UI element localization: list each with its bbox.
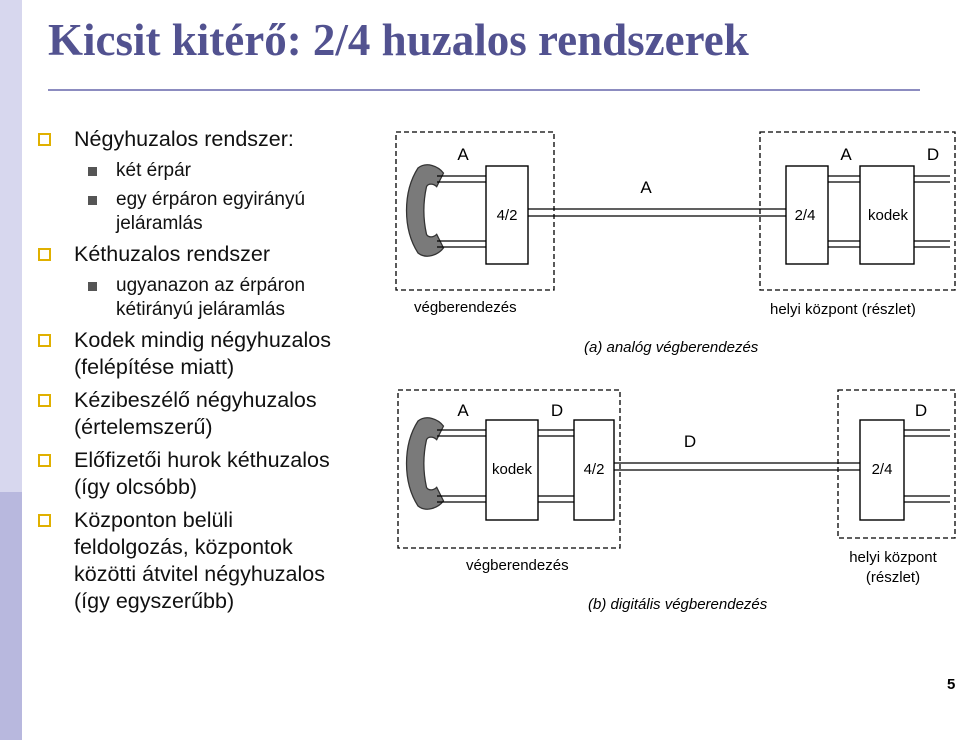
sidebar-accent [0,492,22,740]
bullet-item: Kézibeszélő négyhuzalos (értelemszerű) [38,387,388,441]
square-bullet-icon [38,454,51,467]
codec-box [485,419,539,521]
small-square-bullet-icon [88,282,97,291]
label-analog: A [457,145,469,164]
bullet-item: Négyhuzalos rendszer: [38,126,388,153]
bullet-item: Előfizetői hurok kéthuzalos (így olcsóbb) [38,447,388,501]
bullet-text: Kéthuzalos rendszer [74,242,270,266]
bullet-text: (így olcsóbb) [74,475,198,499]
bullet-text: (értelemszerű) [74,415,213,439]
small-square-bullet-icon [88,196,97,205]
label-analog: A [840,145,852,164]
telephone-handset-icon [405,164,445,257]
bullet-text: Kodek mindig négyhuzalos [74,328,331,352]
diagram-caption: (a) analóg végberendezés [584,339,759,356]
bullet-item: Kéthuzalos rendszer [38,241,388,268]
bullet-text: közötti átvitel négyhuzalos [74,562,325,586]
label-digital: D [551,401,563,420]
terminal-label: végberendezés [466,557,569,574]
bullet-list: Négyhuzalos rendszer: két érpár egy érpá… [38,126,388,621]
exchange-dashed-frame [837,389,956,539]
sub-bullet-item: ugyanazon az érpáron kétirányú jeláramlás [38,274,388,322]
bullet-text: Központon belüli [74,508,233,532]
exchange-dashed-frame [759,131,956,291]
wiring-diagram: A A A D 4/2 2/4 kodek végberendezés hely… [395,131,956,613]
sub-bullet-text: két érpár [116,160,191,181]
square-bullet-icon [38,248,51,261]
bullet-text: Négyhuzalos rendszer: [74,127,294,151]
square-bullet-icon [38,394,51,407]
hybrid-box-24 [859,419,905,521]
box-label: kodek [868,207,909,224]
exchange-label: helyi központ (részlet) [770,301,916,318]
slide-title: Kicsit kitérő: 2/4 huzalos rendszerek [48,15,749,65]
bullet-text: Kézibeszélő négyhuzalos [74,388,317,412]
sub-bullet-text: ugyanazon az érpáron [116,275,306,296]
bullet-item: Kodek mindig négyhuzalos (felépítése miat… [38,327,388,381]
left-sidebar-bar [0,0,22,740]
hybrid-box-24 [785,165,829,265]
hybrid-box-42 [485,165,529,265]
bullet-text: feldolgozás, központok [74,535,293,559]
sub-bullet-text: egy érpáron egyirányú [116,189,306,210]
box-label: 4/2 [497,207,518,224]
bullet-item: Központon belüli feldolgozás, központok kö… [38,507,388,615]
sub-bullet-text: kétirányú jeláramlás [116,299,285,320]
title-underline [48,89,920,91]
terminal-label: végberendezés [414,299,517,316]
square-bullet-icon [38,334,51,347]
sub-bullet-item: két érpár [38,159,388,183]
exchange-label: (részlet) [866,569,920,586]
label-analog: A [640,178,652,197]
square-bullet-icon [38,133,51,146]
box-label: 2/4 [795,207,816,224]
terminal-dashed-frame [395,131,555,291]
terminal-dashed-frame [397,389,621,549]
diagram-caption: (b) digitális végberendezés [588,596,768,613]
sub-bullet-text: jeláramlás [116,213,203,234]
label-analog: A [457,401,469,420]
label-digital: D [927,145,939,164]
square-bullet-icon [38,514,51,527]
small-square-bullet-icon [88,167,97,176]
bullet-text: (felépítése miatt) [74,355,235,379]
hybrid-box-42 [573,419,615,521]
exchange-label: helyi központ [849,549,937,566]
sub-bullet-item: egy érpáron egyirányú jeláramlás [38,188,388,236]
page-number: 5 [947,676,956,693]
label-digital: D [915,401,927,420]
label-digital: D [684,432,696,451]
codec-box [859,165,915,265]
bullet-text: (így egyszerűbb) [74,589,235,613]
box-label: 4/2 [584,461,605,478]
bullet-text: Előfizetői hurok kéthuzalos [74,448,330,472]
box-label: kodek [492,461,533,478]
box-label: 2/4 [872,461,893,478]
